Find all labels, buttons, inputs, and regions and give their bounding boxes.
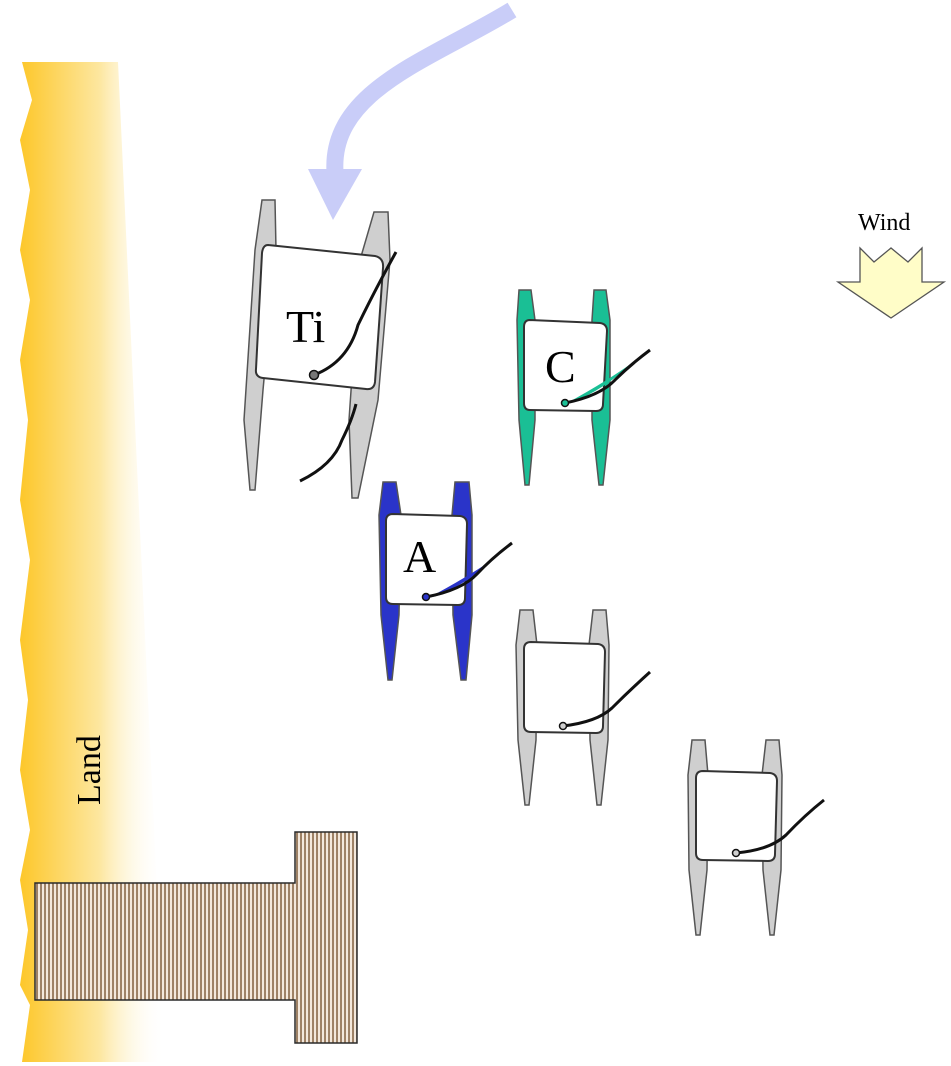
- mast: [560, 398, 570, 408]
- sail-shadow: [299, 403, 358, 483]
- boat-label: A: [403, 531, 436, 582]
- mast: [421, 592, 431, 602]
- boat-4: [515, 609, 652, 806]
- sail: [313, 251, 398, 377]
- trampoline: [695, 769, 779, 863]
- wind-arrow-icon: [835, 246, 947, 319]
- trampoline: [523, 318, 609, 413]
- pier: [34, 831, 358, 1044]
- mast: [558, 721, 568, 731]
- mast: [308, 369, 320, 381]
- boat-label: Ti: [286, 301, 325, 352]
- boat-5: [687, 739, 825, 936]
- trampoline: [523, 640, 607, 735]
- course-arrow: [308, 2, 517, 220]
- sail: [562, 670, 652, 728]
- trampoline: [385, 512, 469, 607]
- trampoline: [254, 243, 385, 391]
- boat-ti: Ti: [243, 199, 398, 499]
- boat-c: C: [516, 289, 651, 486]
- mast: [731, 848, 741, 858]
- wind-label: Wind: [858, 210, 910, 236]
- sail: [735, 798, 825, 855]
- sail: [425, 541, 513, 599]
- wind-indicator: Wind: [835, 210, 947, 319]
- land-label: Land: [71, 735, 108, 805]
- boat-a: A: [378, 481, 513, 681]
- sail: [564, 348, 651, 405]
- boat-label: C: [545, 341, 576, 392]
- land-area: Land: [20, 62, 165, 1062]
